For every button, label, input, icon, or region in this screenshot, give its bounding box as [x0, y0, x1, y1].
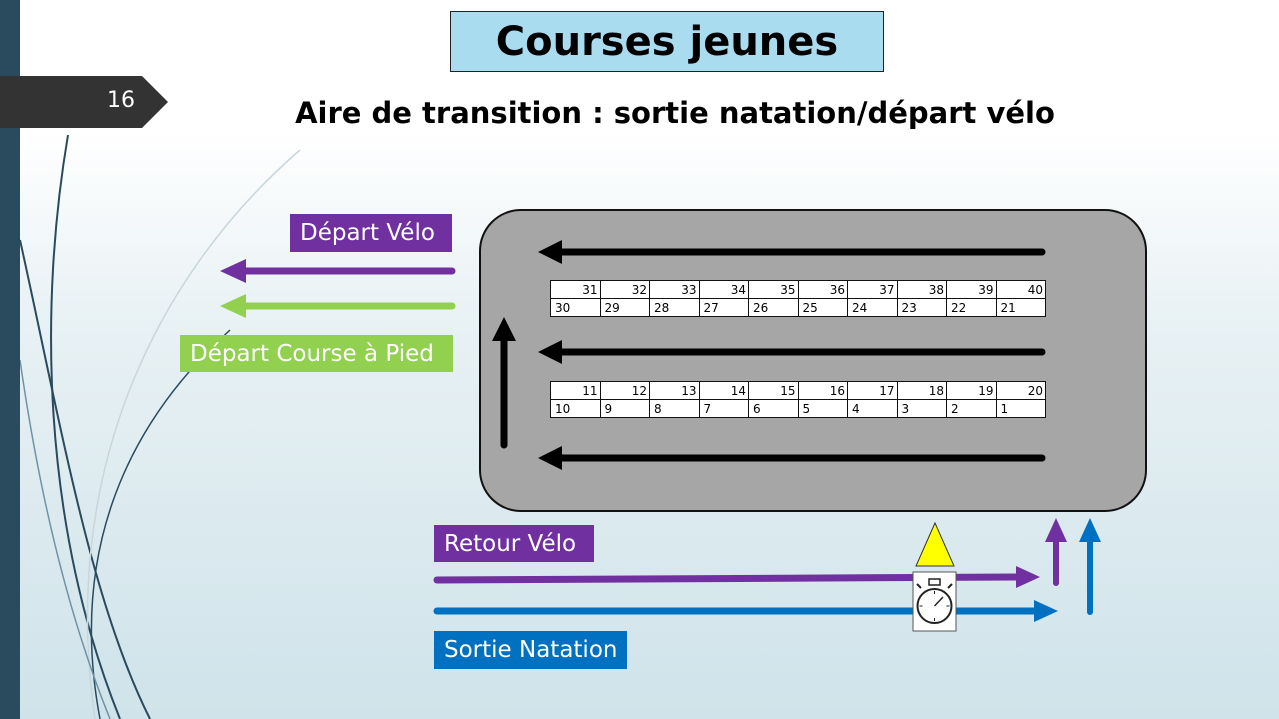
rack-slot: 30 — [550, 298, 601, 317]
page-title: Courses jeunes — [450, 11, 884, 72]
rack-row-bottom: 30 29 28 27 26 25 24 23 22 21 — [550, 298, 1046, 317]
rack-slot: 40 — [995, 280, 1046, 299]
rack-slot: 24 — [847, 298, 898, 317]
rack-slot: 14 — [698, 381, 749, 400]
slide-number-tab — [0, 76, 168, 128]
rack-slot: 27 — [698, 298, 749, 317]
rack-row-top: 31 32 33 34 35 36 37 38 39 40 — [550, 280, 1046, 299]
rack-slot: 18 — [896, 381, 947, 400]
stopwatch-icon — [912, 571, 957, 632]
bike-rack-lower: 11 12 13 14 15 16 17 18 19 20 10 9 8 7 6… — [550, 381, 1046, 418]
rack-slot: 22 — [946, 298, 997, 317]
triangle-icon — [915, 521, 955, 567]
arrow-depart-course — [220, 294, 456, 318]
arrow-sortie-natation — [433, 600, 1058, 622]
label-depart-velo: Départ Vélo — [290, 214, 452, 252]
rack-slot: 26 — [748, 298, 799, 317]
subtitle: Aire de transition : sortie natation/dép… — [295, 96, 1055, 130]
rack-slot: 13 — [649, 381, 700, 400]
rack-slot: 11 — [550, 381, 601, 400]
label-sortie-natation: Sortie Natation — [434, 631, 627, 669]
rack-slot: 9 — [599, 399, 650, 418]
arrow-black-middle — [538, 340, 1046, 364]
arrow-retour-velo-up — [1045, 518, 1067, 586]
bike-rack-upper: 31 32 33 34 35 36 37 38 39 40 30 29 28 2… — [550, 280, 1046, 317]
rack-slot: 29 — [599, 298, 650, 317]
arrow-black-up — [492, 317, 516, 449]
rack-slot: 34 — [698, 280, 749, 299]
rack-slot: 21 — [995, 298, 1046, 317]
label-retour-velo: Retour Vélo — [434, 525, 594, 562]
slide-number: 16 — [107, 88, 135, 113]
left-accent-bar — [0, 0, 20, 719]
rack-slot: 1 — [995, 399, 1046, 418]
arrow-black-top — [538, 240, 1046, 264]
arrow-sortie-natation-up — [1079, 518, 1101, 615]
label-depart-course: Départ Course à Pied — [180, 335, 453, 372]
rack-row-bottom: 10 9 8 7 6 5 4 3 2 1 — [550, 399, 1046, 418]
rack-slot: 39 — [946, 280, 997, 299]
rack-slot: 3 — [896, 399, 947, 418]
rack-slot: 10 — [550, 399, 601, 418]
arrow-depart-velo — [220, 259, 456, 283]
arrow-black-bottom — [538, 446, 1046, 470]
